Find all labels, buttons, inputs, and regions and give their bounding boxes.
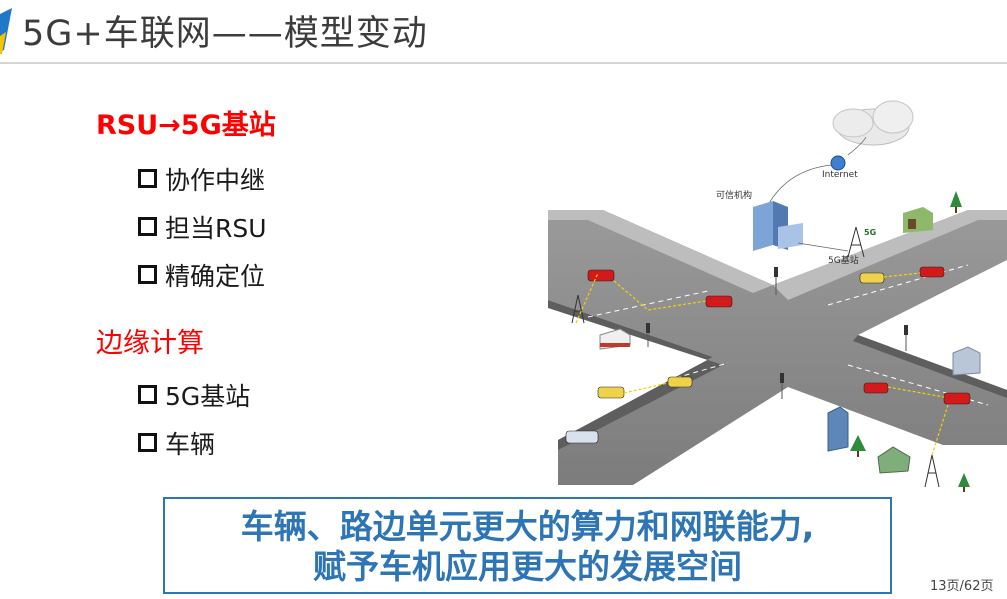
bullet-label: 5G基站	[165, 382, 251, 411]
internet-cloud-icon	[832, 100, 914, 146]
callout-line-1: 车辆、路边单元更大的算力和网联能力,	[240, 507, 815, 546]
bullet-item: 精确定位	[138, 262, 265, 292]
traffic-light-icon	[646, 267, 908, 399]
bullet-item: 协作中继	[138, 166, 265, 196]
bullet-label: 协作中继	[165, 166, 266, 195]
checkbox-icon	[138, 169, 157, 188]
title-divider	[0, 62, 1007, 64]
base-station-tower-icon	[847, 226, 865, 258]
bullet-item: 5G基站	[138, 382, 250, 412]
bullet-item: 车辆	[138, 430, 215, 460]
checkbox-icon	[138, 265, 157, 284]
wireless-links	[575, 272, 949, 456]
office-building-icon	[952, 346, 981, 376]
roadside-tower-icon	[571, 294, 940, 488]
5g-badge: 5G	[864, 228, 876, 237]
internet-label: Internet	[822, 170, 858, 180]
trusted-org-label: 可信机构	[716, 189, 752, 201]
car-icon	[565, 266, 971, 444]
kiosk-icon	[599, 328, 631, 350]
tree-icon	[850, 191, 970, 492]
bullet-label: 担当RSU	[165, 214, 267, 243]
base-station-label: 5G基站	[828, 254, 859, 266]
checkbox-icon	[138, 433, 157, 452]
road-surface	[548, 210, 1007, 485]
tower-building-icon	[827, 406, 849, 452]
bullet-label: 车辆	[165, 430, 216, 459]
section-heading-rsu: RSU→5G基站	[96, 110, 276, 141]
summary-callout: 车辆、路边单元更大的算力和网联能力, 赋予车机应用更大的发展空间	[163, 497, 892, 594]
page-number: 13页/62页	[930, 579, 994, 594]
bullet-label: 精确定位	[165, 262, 266, 291]
checkbox-icon	[138, 217, 157, 236]
house-icon	[877, 446, 911, 474]
bullet-item: 担当RSU	[138, 214, 267, 244]
shop-icon	[903, 207, 933, 233]
checkbox-icon	[138, 385, 157, 404]
vehicle-network-diagram: Internet 可信机构 5G 5G基站	[548, 100, 1007, 492]
page-title: 5G+车联网——模型变动	[22, 14, 428, 54]
globe-icon	[830, 155, 846, 171]
callout-line-2: 赋予车机应用更大的发展空间	[313, 547, 742, 586]
building-icon	[753, 201, 803, 251]
section-heading-edge: 边缘计算	[96, 328, 204, 359]
logo-icon	[0, 8, 12, 54]
